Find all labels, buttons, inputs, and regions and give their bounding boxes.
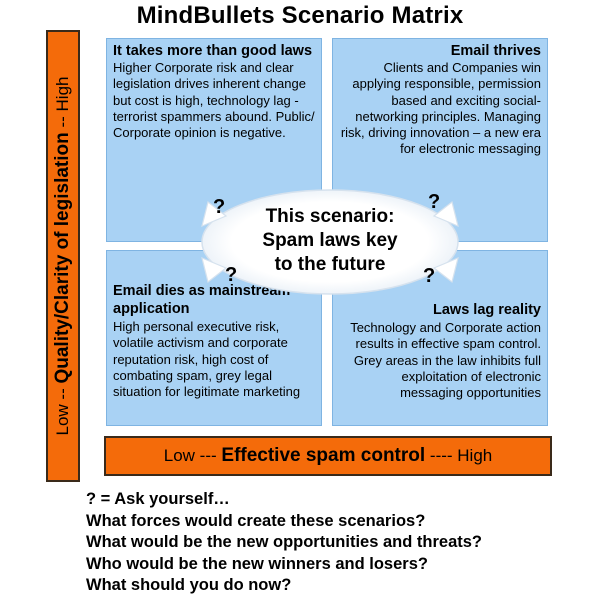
x-axis-title: Effective spam control [221,445,426,466]
quadrant-body: Clients and Companies win applying respo… [340,60,541,157]
question-line: What forces would create these scenarios… [86,511,426,530]
y-axis-high-label: -- High [53,76,72,128]
question-mark: ? [423,265,436,287]
center-scenario-text: This scenario: Spam laws key to the futu… [240,205,420,277]
center-line: This scenario: [265,206,395,227]
diagram-title: MindBullets Scenario Matrix [136,2,464,29]
quadrant-top-right: Email thrives Clients and Companies win … [332,38,548,242]
question-mark: ? [225,264,238,286]
quadrant-title: Laws lag reality [433,302,541,318]
arrow-icon [432,200,459,228]
question-line: What would be the new opportunities and … [86,533,482,551]
question-line: What should you do now? [86,576,292,594]
quadrant-body: High personal executive risk, volatile a… [113,319,301,400]
quadrant-title: Email thrives [450,43,541,59]
y-axis-label: Low -- Quality/Clarity of legislation --… [52,77,74,436]
center-ellipse [201,189,459,295]
arrow-icon [201,200,228,228]
y-axis-bar: Low -- Quality/Clarity of legislation --… [46,30,80,482]
question-line: Who would be the new winners and losers? [86,554,428,573]
questions-list: ? = Ask yourself… What forces would crea… [86,489,586,597]
center-line: Spam laws key [262,230,398,251]
center-line: to the future [274,254,386,275]
arrow-icon [201,256,228,284]
question-mark: ? [428,191,441,213]
question-mark: ? [213,196,226,218]
quadrant-top-left: It takes more than good laws Higher Corp… [106,38,322,242]
x-axis-high-label: ---- High [429,446,493,465]
x-axis-low-label: Low --- [163,446,217,465]
y-axis-title: Quality/Clarity of legislation [52,132,73,384]
y-axis-low-label: Low -- [53,388,72,436]
x-axis-bar: Low --- Effective spam control ---- High [104,436,552,476]
quadrant-body: Technology and Corporate action results … [350,320,541,401]
arrow-icon [432,256,459,284]
question-line: ? = Ask yourself… [86,490,230,508]
quadrant-title: Email dies as mainstream application [113,283,291,317]
arrow-heads [201,200,459,284]
quadrant-body: Higher Corporate risk and clear legislat… [113,60,315,141]
quadrant-title: It takes more than good laws [113,43,313,59]
